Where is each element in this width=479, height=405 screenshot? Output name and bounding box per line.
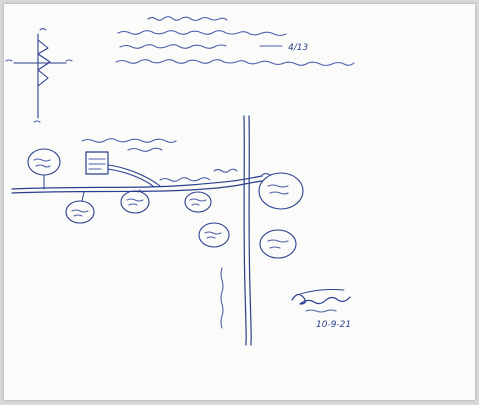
vertical-road-right-line [248, 115, 252, 346]
header-line-2 [117, 30, 287, 37]
landmark-circle-7 [259, 229, 297, 259]
junction-label [213, 168, 238, 173]
landmark-circle-2-label [71, 209, 89, 217]
main-road-label [159, 177, 211, 182]
signature-underline [299, 289, 345, 295]
landmark-circle-3 [120, 190, 150, 214]
landmark-circle-3-label [126, 198, 144, 206]
vertical-road-left-line [243, 115, 247, 346]
header-line-1 [147, 16, 228, 22]
signature-date: 10-9-21 [316, 320, 351, 330]
landmark-circle-1-label [33, 158, 51, 168]
main-road-upper-line [11, 175, 263, 190]
landmark-circle-2-connector [81, 191, 85, 202]
vertical-road [243, 115, 252, 346]
school-building-box [85, 151, 109, 175]
north-arrow-bottom-mark [33, 120, 41, 123]
landmark-circle-2 [65, 200, 95, 224]
landmark-circle-5 [258, 172, 304, 210]
signature-scrawl [291, 293, 351, 305]
landmark-circle-5-tag [261, 172, 271, 176]
signature-designation [305, 309, 337, 313]
vertical-road-label [220, 267, 224, 329]
paper-sheet [4, 4, 475, 400]
north-arrow-top-mark [39, 27, 47, 31]
header-line-4 [115, 59, 355, 67]
landmark-circle-6 [198, 222, 230, 248]
header-line-3 [119, 44, 283, 49]
school-label-line-1 [81, 138, 177, 144]
landmark-circle-4 [184, 191, 212, 213]
landmark-circle-4-label [189, 198, 207, 206]
branch-road-school-inner [107, 168, 155, 188]
north-arrow-zigzag [37, 39, 51, 87]
north-arrow-right-mark [65, 59, 73, 62]
landmark-circle-3-connector [137, 189, 141, 193]
north-arrow-left-mark [5, 59, 13, 62]
school-label-line-2 [127, 147, 163, 152]
landmark-circle-6-label [204, 231, 222, 239]
main-road [11, 175, 263, 194]
landmark-circle-5-label [267, 184, 289, 195]
header-line-3-suffix: 4/13 [288, 43, 308, 53]
signature-block: 10-9-21 [291, 289, 351, 330]
landmark-circles [27, 148, 304, 259]
main-road-lower-line [11, 180, 263, 194]
landmark-circle-7-label [267, 239, 289, 249]
landmark-circle-1 [27, 148, 61, 176]
header-notes: 4/13 [115, 16, 355, 67]
branch-road-school [107, 164, 161, 187]
north-arrow-icon [5, 27, 73, 123]
school-building [81, 138, 177, 175]
school-building-hatching [88, 158, 106, 170]
